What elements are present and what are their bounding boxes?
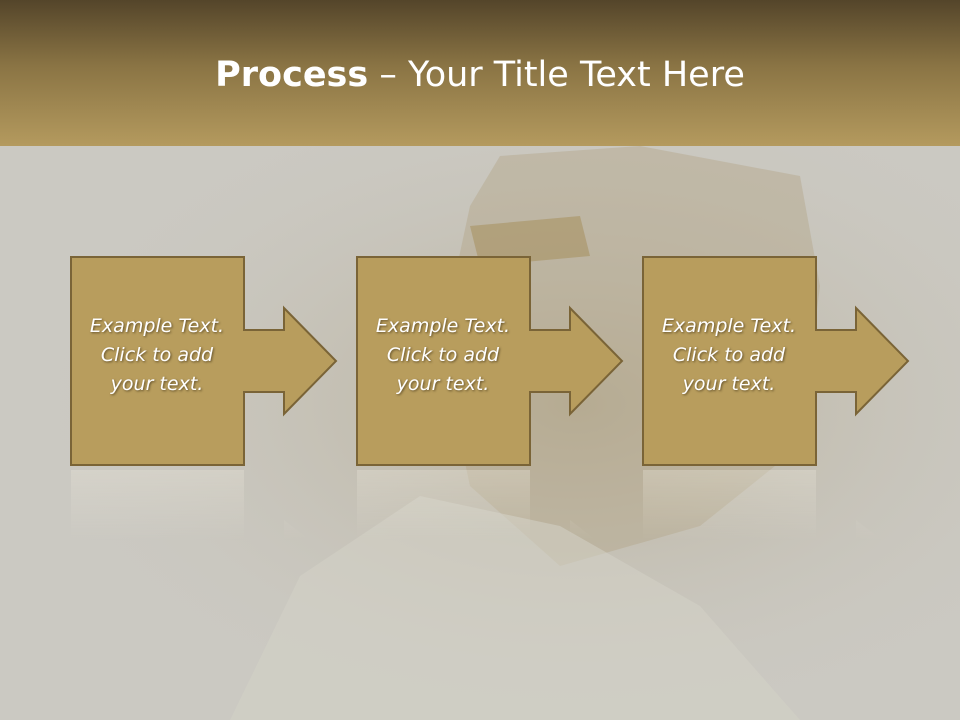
step-2-text: Example Text. Click to add your text. [375,315,511,395]
right-arrow-icon [70,256,338,466]
step-3-reflection [642,470,912,540]
step-1-text: Example Text. Click to add your text. [89,315,225,395]
process-step-1[interactable]: Example Text. Click to add your text. [70,256,910,466]
step-3-text: Example Text. Click to add your text. [661,315,797,395]
title-rest: – Your Title Text Here [368,55,745,95]
process-step-2[interactable]: Example Text. Click to add your text. [356,256,960,466]
right-arrow-icon [356,256,624,466]
title-bold: Process [215,55,369,95]
step-2-reflection [356,470,626,540]
right-arrow-icon [642,256,910,466]
process-step-3[interactable]: Example Text. Click to add your text. [642,256,960,466]
title-banner [0,0,960,146]
slide-title[interactable]: Process – Your Title Text Here [0,52,960,98]
step-1-reflection [70,470,340,540]
